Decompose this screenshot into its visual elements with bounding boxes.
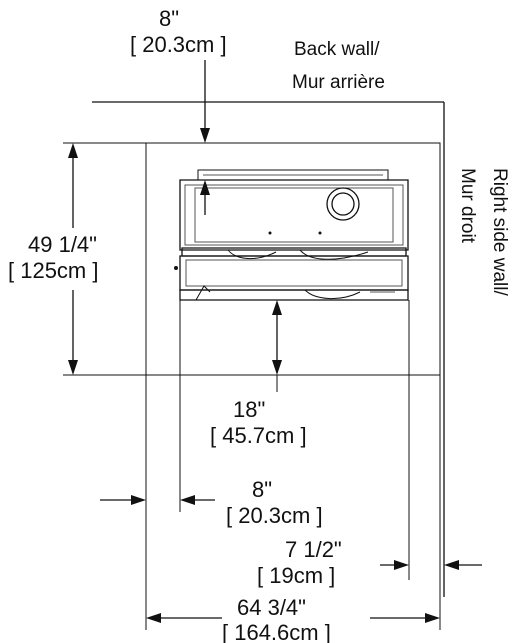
front-cm: [ 45.7cm ]: [210, 423, 307, 448]
dim-width: 64 3/4" [ 164.6cm ]: [146, 595, 440, 643]
left-in: 8": [252, 477, 272, 502]
fireplace-unit: [174, 169, 409, 301]
dim-top-gap: 8" [ 20.3cm ]: [130, 6, 227, 215]
back-wall-label-2: Mur arrière: [292, 72, 385, 93]
hearth-outline: [145, 142, 441, 376]
depth-in: 49 1/4": [28, 232, 97, 257]
side-wall-label-2: Mur droit: [457, 168, 478, 244]
dim-front: 18" [ 45.7cm ]: [210, 300, 307, 448]
depth-cm: [ 125cm ]: [8, 258, 98, 283]
dim-left: 8" [ 20.3cm ]: [100, 477, 323, 528]
top-gap-in: 8": [159, 6, 179, 31]
left-cm: [ 20.3cm ]: [226, 503, 323, 528]
back-wall-label-1: Back wall/: [294, 39, 380, 60]
right-in: 7 1/2": [285, 537, 342, 562]
width-in: 64 3/4": [237, 595, 306, 620]
flue-collar: [326, 187, 360, 221]
right-cm: [ 19cm ]: [257, 563, 335, 588]
front-in: 18": [233, 397, 265, 422]
width-cm: [ 164.6cm ]: [222, 620, 331, 643]
top-gap-cm: [ 20.3cm ]: [130, 32, 227, 57]
side-wall-label-1: Right side wall/: [489, 168, 510, 296]
dim-depth: 49 1/4" [ 125cm ]: [8, 142, 146, 376]
dim-right: 7 1/2" [ 19cm ]: [257, 537, 482, 588]
